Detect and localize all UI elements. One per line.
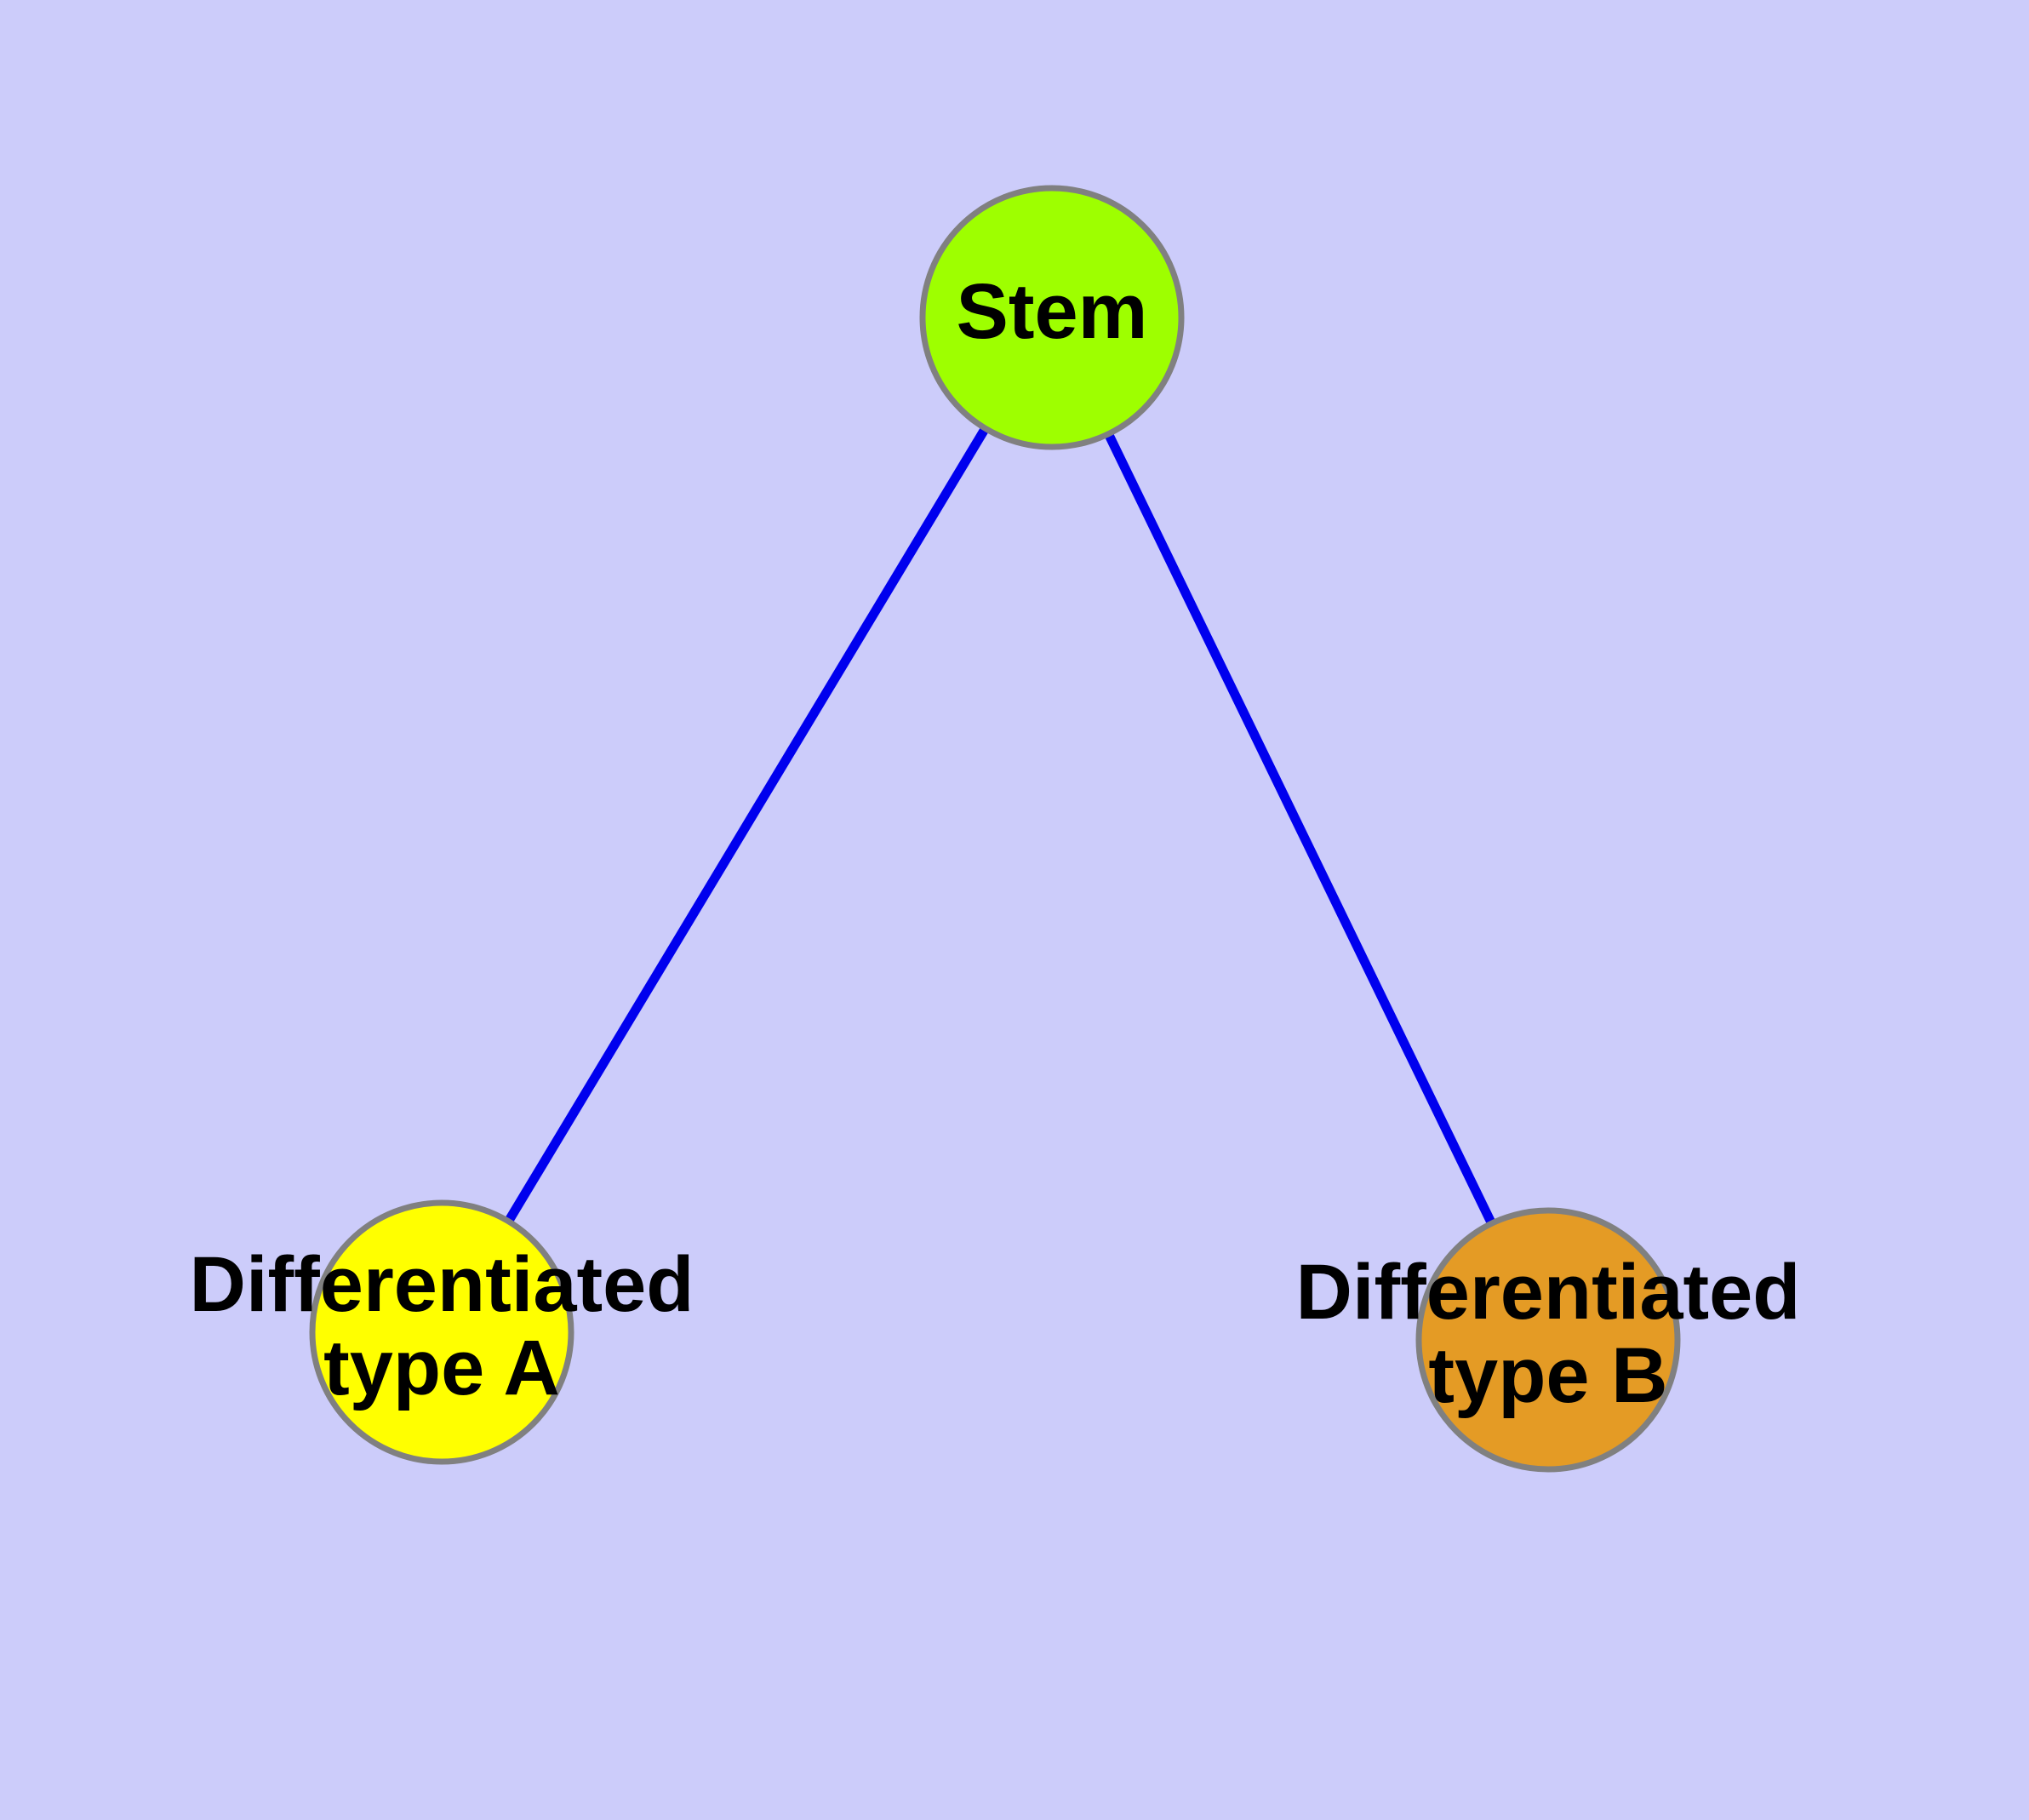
label-line: type A xyxy=(323,1325,560,1411)
label-line: Stem xyxy=(957,268,1148,355)
nodes-layer xyxy=(309,185,1681,1473)
label-line: Differentiated xyxy=(1296,1250,1801,1336)
label-line: type B xyxy=(1428,1332,1667,1419)
graph-node-label-stem: Stem xyxy=(957,268,1148,355)
graph-node-stem[interactable] xyxy=(919,185,1185,450)
label-line: Differentiated xyxy=(190,1242,694,1329)
graph-edge-stem-to-diff-a[interactable] xyxy=(504,425,990,1225)
graph-edge-stem-to-diff-b[interactable] xyxy=(1103,431,1497,1227)
graph-node-diff-b[interactable] xyxy=(1415,1207,1681,1473)
graph-node-diff-a[interactable] xyxy=(309,1199,574,1465)
edges-layer xyxy=(504,425,1497,1227)
